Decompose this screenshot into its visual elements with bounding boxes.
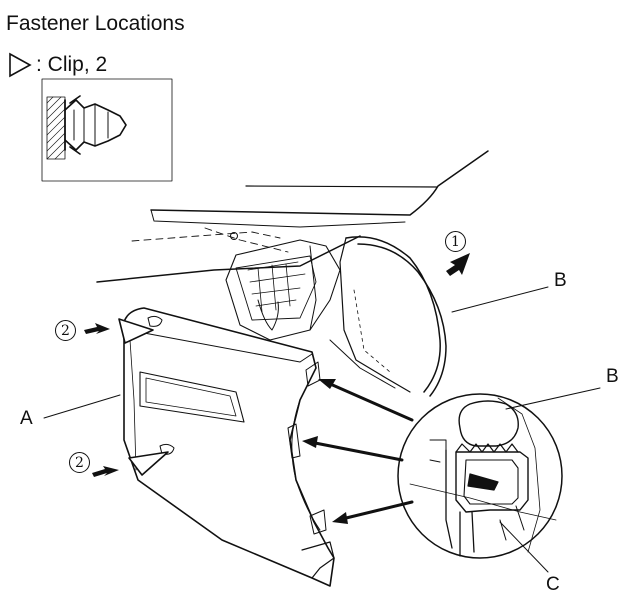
- clip-triangle-upper: [118, 318, 154, 344]
- seal-detail-circle: [397, 393, 563, 559]
- step-one-badge: 1: [445, 231, 466, 252]
- instrument-panel: [96, 150, 489, 341]
- detail-arrows: [308, 381, 414, 521]
- callout-a: A: [20, 408, 33, 429]
- callout-b-lower: B: [606, 366, 619, 387]
- step-two-lower-badge: 2: [69, 452, 90, 473]
- legend-text: : Clip, 2: [36, 53, 108, 76]
- label-leaders: [43, 286, 601, 573]
- triangle-outline-icon: [9, 52, 32, 78]
- detail-arrowheads: [302, 379, 348, 524]
- callout-b-upper: B: [554, 270, 567, 291]
- callout-c: C: [546, 574, 560, 595]
- clip-triangle-lower: [128, 451, 169, 476]
- weatherstrip-b: [329, 236, 447, 397]
- page-title: Fastener Locations: [6, 12, 185, 35]
- clip-detail-inset: [41, 78, 173, 182]
- legend: : Clip, 2: [8, 52, 107, 78]
- side-panel-a: [123, 307, 335, 587]
- removal-arrows: [84, 253, 470, 477]
- step-two-upper-badge: 2: [55, 320, 76, 341]
